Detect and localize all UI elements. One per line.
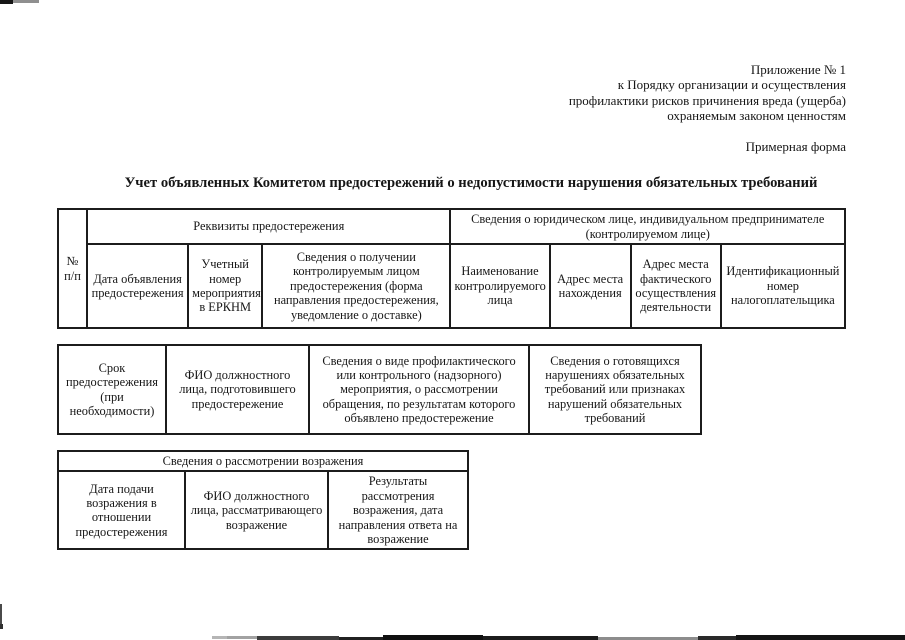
header-cell-legal-address: Адрес места нахождения: [548, 243, 632, 329]
header-cell-review-results: Результаты рассмотрения возражения, дата…: [326, 470, 470, 551]
scan-artifact-top-left: [0, 0, 13, 4]
document-title: Учет объявленных Комитетом предостережен…: [124, 175, 818, 191]
appendix-line: профилактики рисков причинения вреда (ущ…: [568, 92, 846, 108]
appendix-line: Приложение № 1: [750, 62, 846, 77]
header-cell-announce-date: Дата объявления предостережения: [86, 243, 190, 329]
appendix-header: Приложение № 1 к Порядку организации и о…: [569, 62, 846, 154]
group-cell-objection: Сведения о рассмотрении возражения: [56, 449, 470, 473]
scan-artifact-bottom-band: [383, 635, 483, 640]
objection-group-row: Сведения о рассмотрении возражения: [56, 449, 470, 473]
scan-artifact-left-edge-dot: [0, 624, 3, 629]
scan-artifact-bottom-band: [736, 635, 905, 640]
details-table: Срок предостережения (при необходимости)…: [57, 344, 702, 435]
group-cell-requisites: Реквизиты предостережения: [86, 208, 452, 245]
scan-artifact-bottom-band: [598, 637, 698, 640]
registry-table: № п/п Реквизиты предостережения Сведения…: [56, 208, 847, 329]
objection-header-row: Дата подачи возражения в отношении предо…: [57, 470, 470, 551]
scan-artifact-bottom-band: [227, 636, 257, 639]
appendix-line: охраняемым законом ценностям: [667, 108, 846, 124]
registry-group-row: № п/п Реквизиты предостережения Сведения…: [56, 208, 846, 329]
corner-cell-number: № п/п: [56, 208, 89, 329]
header-cell-erknm-number: Учетный номер мероприятия в ЕРКНМ: [187, 243, 264, 329]
header-cell-actual-address: Адрес места фактического осуществления д…: [629, 243, 722, 329]
details-header-row: Срок предостережения (при необходимости)…: [57, 344, 702, 435]
scan-artifact-bottom-band: [212, 636, 227, 639]
appendix-line: к Порядку организации и осуществления: [617, 77, 846, 93]
header-cell-inn: Идентификационный номер налогоплательщик…: [719, 243, 847, 329]
header-cell-reviewer-name: ФИО должностного лица, рассматривающего …: [184, 470, 329, 551]
objection-table: Сведения о рассмотрении возражения Дата …: [56, 449, 470, 551]
header-cell-objection-date: Дата подачи возражения в отношении предо…: [57, 470, 186, 551]
scan-artifact-bottom-band: [339, 637, 383, 640]
scan-artifact-bottom-band: [483, 636, 598, 640]
header-cell-event-type: Сведения о виде профилактического или ко…: [308, 344, 530, 435]
scan-artifact-top-left-gray: [13, 0, 39, 3]
form-note: Примерная форма: [745, 138, 846, 154]
scan-artifact-left-edge: [0, 604, 2, 624]
group-cell-entity: Сведения о юридическом лице, индивидуаль…: [449, 208, 846, 245]
registry-header-row: Дата объявления предостережения Учетный …: [58, 243, 847, 329]
header-cell-violation-info: Сведения о готовящихся нарушениях обязат…: [528, 344, 702, 435]
header-cell-preparer-name: ФИО должностного лица, подготовившего пр…: [165, 344, 310, 435]
header-cell-entity-name: Наименование контролируемого лица: [449, 243, 551, 329]
header-cell-warning-term: Срок предостережения (при необходимости): [57, 344, 167, 435]
header-cell-receipt-info: Сведения о получении контролируемым лицо…: [261, 243, 452, 329]
scan-artifact-bottom-band: [698, 636, 736, 640]
scan-artifact-bottom-band: [257, 636, 339, 640]
